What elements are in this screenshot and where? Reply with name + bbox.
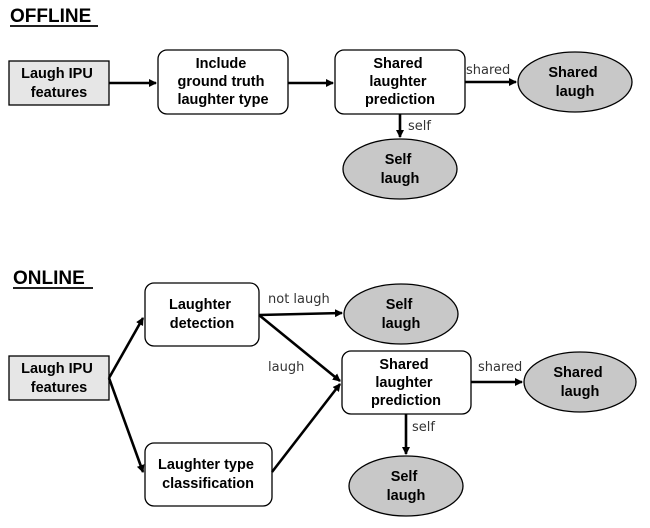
online-title: ONLINE	[13, 268, 85, 289]
online-shared-laugh-node: Shared laugh	[523, 351, 637, 413]
svg-text:Self laugh: Self laugh	[382, 297, 421, 332]
svg-text:Laugh IPU features: Laugh IPU features	[21, 361, 97, 396]
svg-text:Laugh IPU features: Laugh IPU features	[21, 66, 97, 101]
offline-section: OFFLINE Laugh IPU features Include groun…	[8, 6, 633, 200]
offline-shared-prediction-node: Shared laughter prediction	[334, 49, 466, 115]
offline-include-line-2: ground truth	[177, 74, 264, 90]
online-pred-line-3: prediction	[371, 393, 441, 409]
offline-self-laugh-line-1: Self	[385, 152, 412, 168]
offline-include-line-1: Include	[196, 56, 247, 72]
offline-include-line-3: laughter type	[177, 92, 268, 108]
offline-pred-line-2: laughter	[369, 74, 427, 90]
online-edge-input-detection	[107, 317, 145, 379]
svg-text:Shared laughter: Shared laughter prediction	[365, 56, 435, 108]
online-input-line-2: features	[31, 380, 87, 396]
offline-self-laugh-line-2: laugh	[381, 171, 420, 187]
online-classification-line-1: Laughter type	[158, 457, 254, 473]
online-label-shared: shared	[478, 360, 522, 375]
online-self-bottom-line-2: laugh	[387, 488, 426, 504]
online-self-laugh-top-node: Self laugh	[343, 283, 459, 345]
offline-label-self: self	[408, 119, 431, 134]
online-detection-node: Laughter detection	[144, 282, 260, 347]
offline-label-shared: shared	[466, 63, 510, 78]
online-edge-detection-pred	[258, 313, 341, 383]
online-classification-line-2: classification	[162, 476, 254, 492]
online-edge-detection-self	[258, 309, 343, 318]
online-input-line-1: Laugh IPU	[21, 361, 93, 377]
svg-text:Include ground truth: Include ground truth laughter type	[177, 56, 268, 108]
online-edge-input-classification	[107, 377, 145, 473]
svg-text:Self laugh: Self laugh	[381, 152, 420, 187]
offline-shared-laugh-node: Shared laugh	[517, 51, 633, 113]
online-input-node: Laugh IPU features	[8, 355, 110, 401]
online-edge-classification-pred	[270, 383, 342, 473]
online-self-top-line-1: Self	[386, 297, 413, 313]
offline-input-line-1: Laugh IPU	[21, 66, 93, 82]
online-label-laugh: laugh	[268, 360, 304, 375]
online-detection-line-1: Laughter	[169, 297, 231, 313]
online-self-bottom-line-1: Self	[391, 469, 418, 485]
online-pred-line-1: Shared	[379, 357, 428, 373]
online-detection-line-2: detection	[170, 316, 234, 332]
offline-shared-laugh-line-2: laugh	[556, 84, 595, 100]
offline-shared-laugh-line-1: Shared	[548, 65, 597, 81]
svg-text:Shared laugh: Shared laugh	[548, 65, 601, 100]
online-pred-line-2: laughter	[375, 375, 433, 391]
offline-title: OFFLINE	[10, 6, 91, 27]
online-label-not-laugh: not laugh	[268, 292, 330, 307]
svg-text:Shared laughter: Shared laughter prediction	[371, 357, 441, 409]
svg-text:Shared laugh: Shared laugh	[553, 365, 606, 400]
svg-text:Self laugh: Self laugh	[387, 469, 426, 504]
online-self-top-line-2: laugh	[382, 316, 421, 332]
online-section: ONLINE Laugh IPU features Laughter detec…	[8, 268, 637, 517]
offline-self-laugh-node: Self laugh	[342, 138, 458, 200]
online-shared-laugh-line-2: laugh	[561, 384, 600, 400]
online-shared-laugh-line-1: Shared	[553, 365, 602, 381]
svg-text:Laughter detection: Laughter detection	[169, 297, 235, 332]
online-shared-prediction-node: Shared laughter prediction	[341, 350, 472, 415]
svg-text:Laughter type classifi: Laughter type classification	[158, 457, 258, 492]
offline-include-node: Include ground truth laughter type	[157, 49, 289, 115]
offline-input-line-2: features	[31, 85, 87, 101]
online-classification-node: Laughter type classification	[144, 442, 273, 507]
offline-pred-line-1: Shared	[373, 56, 422, 72]
online-self-laugh-bottom-node: Self laugh	[348, 455, 464, 517]
online-label-self: self	[412, 420, 435, 435]
offline-input-node: Laugh IPU features	[8, 60, 110, 106]
offline-pred-line-3: prediction	[365, 92, 435, 108]
